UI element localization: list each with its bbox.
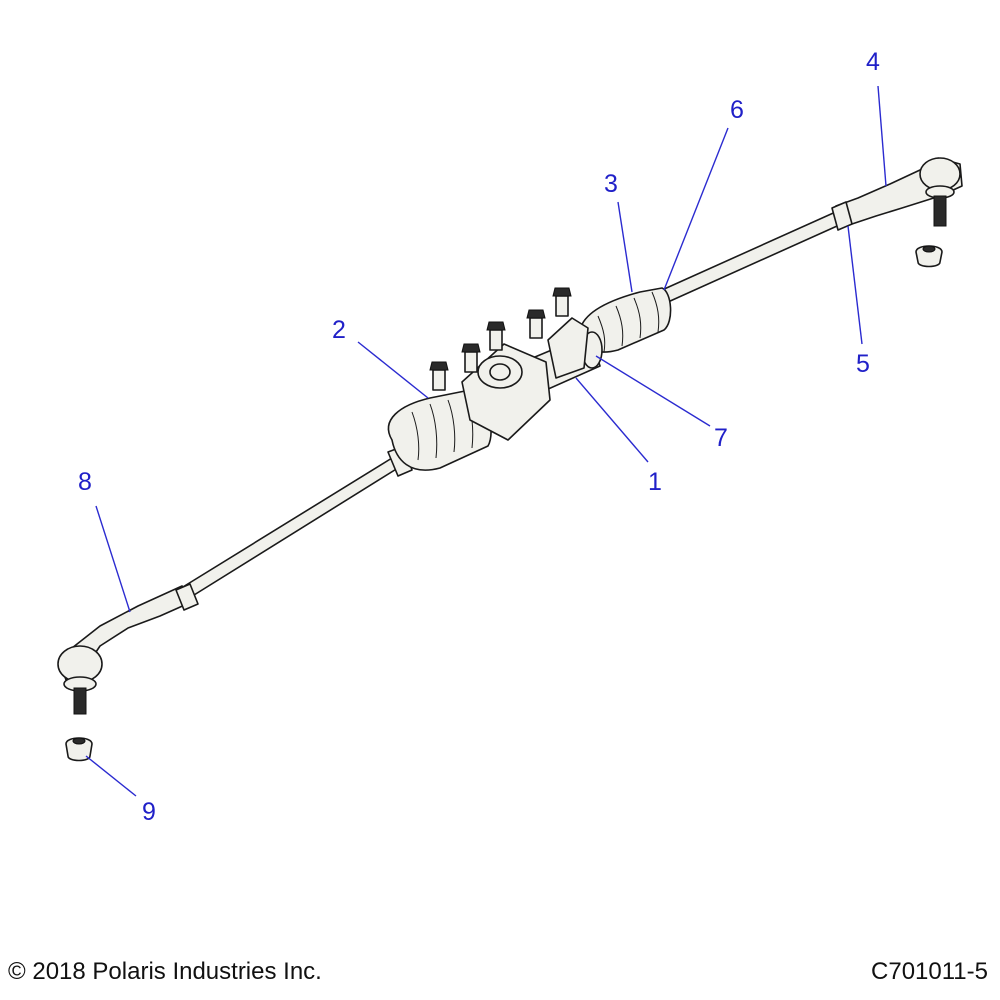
callout-5: 5: [856, 350, 870, 378]
left-jam-nut: [175, 583, 199, 611]
leader-5: [847, 225, 863, 345]
leader-6: [663, 127, 729, 291]
leader-1: [575, 377, 649, 463]
bolt: [486, 321, 506, 351]
drawing-number: C701011-5: [871, 958, 988, 985]
mounting-bracket: [547, 317, 589, 379]
callout-1: 1: [648, 468, 662, 496]
callout-9: 9: [142, 798, 156, 826]
left-castle-nut: [65, 737, 93, 762]
right-castle-nut: [915, 245, 943, 268]
callout-7: 7: [714, 424, 728, 452]
callout-6: 6: [730, 96, 744, 124]
leader-9: [85, 755, 137, 797]
copyright-notice: © 2018 Polaris Industries Inc.: [8, 958, 322, 985]
bolt: [552, 287, 572, 317]
callout-2: 2: [332, 316, 346, 344]
leader-2: [357, 341, 429, 399]
leader-3: [617, 201, 633, 293]
right-jam-nut: [831, 201, 853, 231]
callout-3: 3: [604, 170, 618, 198]
bolt: [461, 343, 481, 373]
leader-7: [595, 355, 711, 427]
left-tie-rod-end: [57, 585, 197, 715]
leader-lines: [85, 85, 887, 797]
right-tie-rod-end: [835, 157, 963, 227]
bolt: [526, 309, 546, 339]
leader-8: [95, 505, 131, 613]
callout-numbers: 1 2 3 4 5 6 7 8 9: [78, 48, 880, 826]
callout-4: 4: [866, 48, 880, 76]
bolt: [429, 361, 449, 391]
callout-8: 8: [78, 468, 92, 496]
leader-4: [877, 85, 887, 187]
left-tie-rod: [177, 445, 413, 601]
mounting-bolts: [429, 287, 572, 391]
pinion-housing: [461, 343, 551, 441]
